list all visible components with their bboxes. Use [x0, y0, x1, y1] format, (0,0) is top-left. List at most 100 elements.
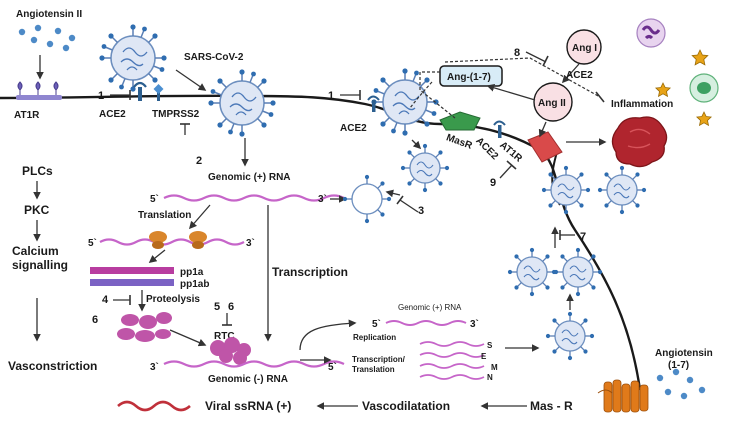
arrow-endocytosis [411, 139, 422, 150]
plcs-label: PLCs [22, 164, 53, 178]
arrow-angii-to-at1r [538, 121, 547, 138]
inflammation-label: Inflammation [611, 99, 673, 110]
ang-i-label: Ang I [572, 43, 597, 54]
pp1ab-label: pp1ab [180, 279, 209, 290]
virus-icon [98, 23, 168, 93]
five-prime-b: 5` [88, 238, 97, 249]
ace2-left-label: ACE2 [99, 109, 126, 120]
angiotensin-ii-molecules [18, 24, 76, 52]
sars-cov-2-label: SARS-CoV-2 [184, 52, 244, 63]
ace2-right-label: ACE2 [473, 136, 500, 163]
five-prime-e: 5` [372, 319, 381, 330]
n-protein-label: N [487, 373, 493, 382]
angiotensin-1-7-molecules [656, 368, 706, 400]
vasoconstriction-label: Vasconstriction [8, 359, 97, 373]
dashed-inhibit-inflammation [444, 57, 601, 98]
vesicle-icon [342, 174, 392, 224]
arrow-entry [175, 69, 207, 91]
virus-icon [507, 247, 557, 297]
ace2-right-receptor-icon [493, 120, 506, 138]
cell-membrane [0, 94, 642, 391]
translation-rna-strand [99, 238, 245, 246]
mas-receptor-icon [597, 379, 649, 413]
five-prime-a: 5` [150, 194, 159, 205]
virus-icon [400, 143, 450, 193]
ang-1-7-box-label: Ang-(1-7) [447, 72, 491, 83]
subgenomic-rna-strands [419, 341, 485, 380]
marker-6b: 6 [228, 301, 234, 313]
marker-8: 8 [514, 47, 520, 59]
immune-cell-icon [636, 18, 666, 48]
pkc-label: PKC [24, 203, 50, 217]
ace2-top-label: ACE2 [566, 70, 593, 81]
ace2-receptor-icon [133, 81, 147, 101]
masr-label: MasR [445, 132, 475, 152]
nsp-protein-cluster [117, 312, 172, 342]
translation-label: Translation [138, 210, 191, 221]
ribosome-icon [189, 231, 207, 249]
at1r-left-label: AT1R [14, 110, 40, 121]
genomic-minus-rna-label: Genomic (-) RNA [208, 374, 288, 385]
pp1ab-bar [90, 279, 174, 286]
marker-5: 5 [214, 301, 220, 313]
dashed-ang17-to-masr [419, 71, 456, 119]
arrow-translation [188, 204, 211, 230]
dashed-ang17-to-virus [409, 81, 433, 109]
three-prime-c: 3` [246, 238, 255, 249]
inhibit-line-8 [542, 55, 549, 67]
three-prime-d: 3` [150, 362, 159, 373]
at1r-receptor-icon [16, 81, 62, 100]
marker-9: 9 [490, 177, 496, 189]
at1r-right-label: AT1R [497, 140, 524, 165]
arrow-angii-to-ang17 [486, 84, 536, 101]
virus-icon [597, 165, 647, 215]
m-protein-label: M [491, 363, 498, 372]
viral-ssrna-strand [117, 400, 191, 412]
arrow-angi-angii [561, 63, 580, 84]
marker-7: 7 [580, 231, 586, 243]
viral-ssrna-label: Viral ssRNA (+) [205, 399, 291, 413]
arrow-replication [299, 319, 357, 351]
ace2-mid-label: ACE2 [340, 123, 367, 134]
marker-4: 4 [102, 294, 109, 306]
inhibit-line-9 [506, 160, 517, 170]
three-prime-e: 3` [470, 319, 479, 330]
ang-ii-label: Ang II [538, 98, 566, 109]
virus-icon [207, 68, 277, 138]
tmprss2-label: TMPRSS2 [152, 109, 200, 120]
virus-icon [553, 247, 603, 297]
proteolysis-label: Proteolysis [146, 294, 200, 305]
transcription-translation-label: Transcription/Translation [352, 355, 406, 374]
vasodilatation-label: Vascodilatation [362, 399, 450, 413]
transcription-label: Transcription [272, 265, 348, 279]
angiotensin-ii-label: Angiotensin II [16, 9, 82, 20]
marker-2: 2 [196, 155, 202, 167]
marker-1a: 1 [98, 90, 104, 102]
pp1a-bar [90, 267, 174, 274]
marker-6a: 6 [92, 314, 98, 326]
genomic-plus-rna-label: Genomic (+) RNA [208, 172, 291, 183]
replicated-rna-strand [385, 320, 467, 326]
ang-i-circle [566, 29, 602, 65]
virus-icon [545, 311, 595, 361]
inhibit-line-3 [396, 195, 404, 205]
ribosome-icon [149, 231, 167, 249]
arrow-to-vesicle-b [385, 189, 401, 198]
star-icon [654, 49, 713, 127]
s-protein-label: S [487, 341, 493, 350]
genomic-plus-rna-strand [163, 194, 345, 202]
ang-ii-circle [533, 82, 573, 122]
e-protein-label: E [481, 352, 487, 361]
genomic-minus-rna-strand [163, 360, 345, 368]
pp1a-label: pp1a [180, 267, 204, 278]
red-blood-cell-icon [611, 116, 668, 168]
genomic-plus-rna-small-label: Genomic (+) RNA [398, 303, 462, 312]
tmprss2-receptor-icon [153, 84, 164, 101]
marker-3: 3 [418, 205, 424, 217]
rtc-label: RTC [214, 331, 235, 342]
masr-receptor-icon [439, 111, 481, 131]
arrow-to-rtc [169, 329, 207, 347]
